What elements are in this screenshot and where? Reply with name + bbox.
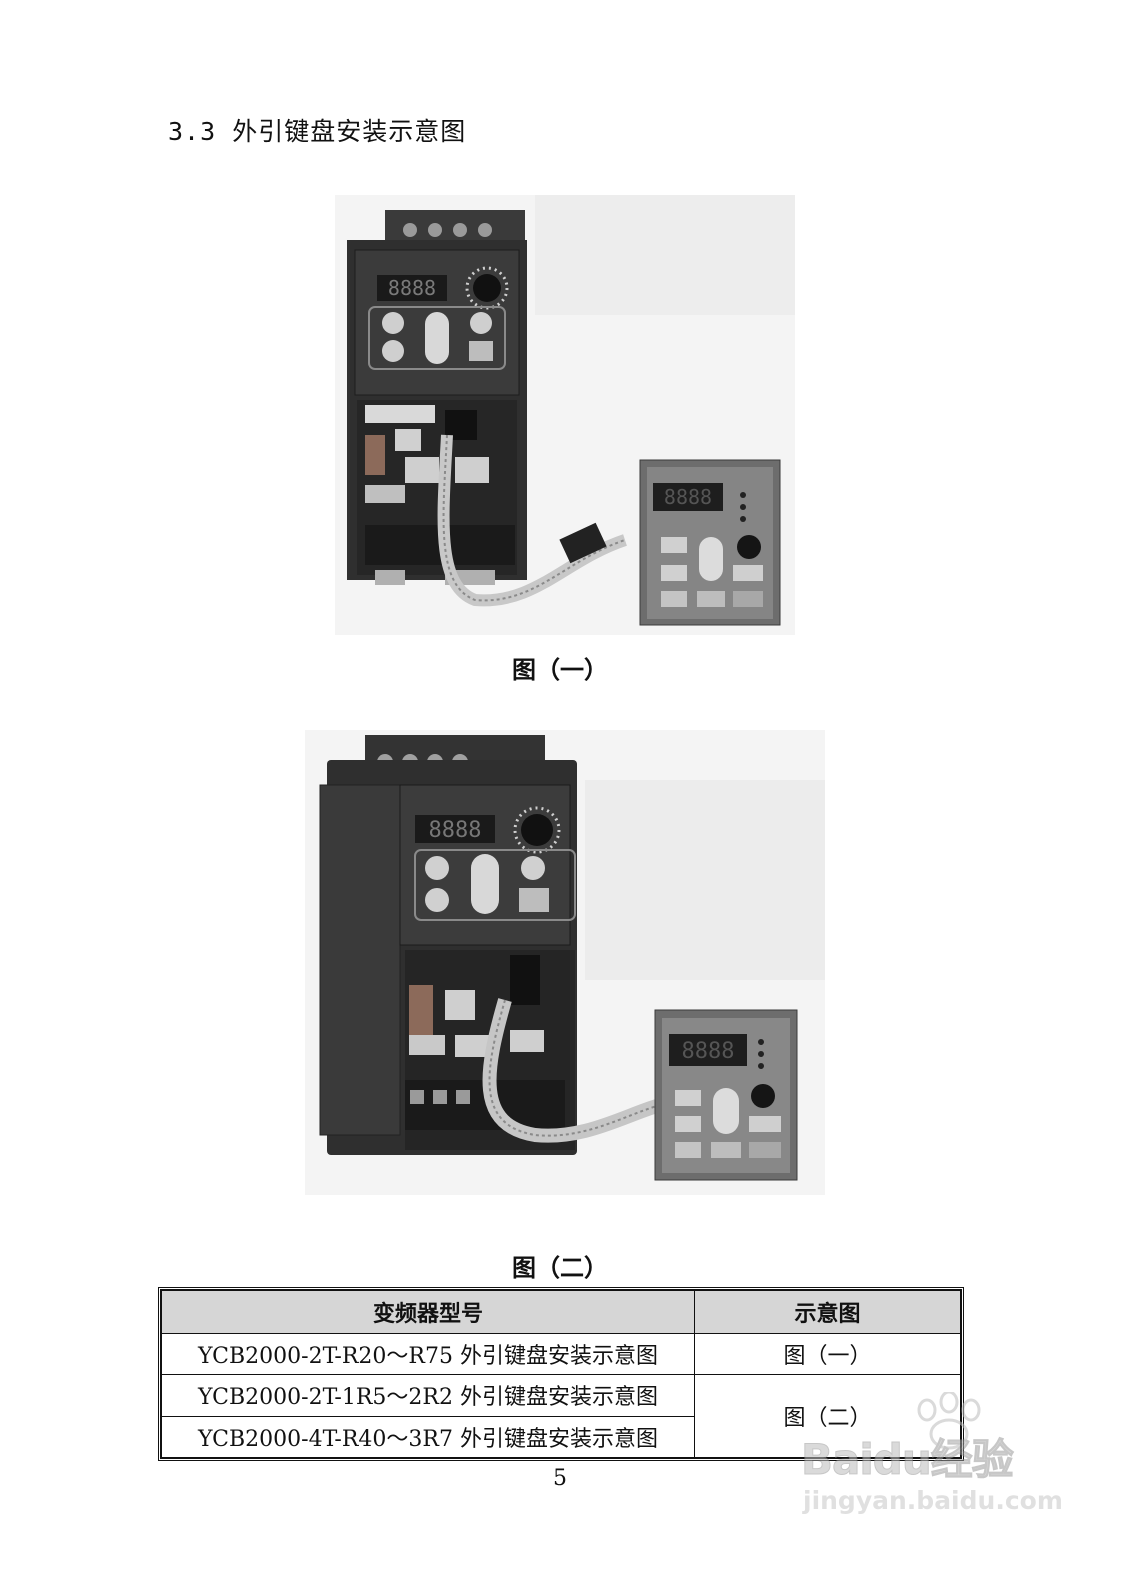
row-2-3-figure: 图（二） (694, 1374, 961, 1458)
header-figure: 示意图 (694, 1290, 961, 1334)
table-row: YCB2000-4T-R40～3R7 外引键盘安装示意图 (161, 1415, 961, 1459)
figure-1-keypad-display: 8888 (664, 485, 712, 509)
header-model: 变频器型号 (161, 1290, 695, 1334)
figure-1-caption: 图（一） (512, 656, 608, 684)
row-2-model: YCB2000-2T-1R5～2R2 外引键盘安装示意图 (161, 1374, 695, 1417)
page-number: 5 (553, 1466, 567, 1491)
row-3-model: YCB2000-4T-R40～3R7 外引键盘安装示意图 (161, 1415, 695, 1459)
figure-1-photo: 8888 8888 (335, 195, 795, 635)
row-1-figure: 图（一） (694, 1332, 961, 1376)
figure-1-inverter-display: 8888 (388, 276, 436, 300)
model-figure-table: 变频器型号 示意图 YCB2000-2T-R20～R75 外引键盘安装示意图 图… (158, 1287, 964, 1461)
table-header-row: 变频器型号 示意图 (161, 1290, 961, 1334)
watermark-url: jingyan.baidu.com (803, 1486, 1063, 1515)
table-row: YCB2000-2T-R20～R75 外引键盘安装示意图 图（一） (161, 1332, 961, 1376)
row-1-model: YCB2000-2T-R20～R75 外引键盘安装示意图 (161, 1332, 695, 1376)
figure-2-photo: 8888 8888 (305, 730, 825, 1195)
figure-2-inverter-display: 8888 (429, 818, 482, 843)
figure-2-caption: 图（二） (512, 1254, 608, 1282)
figure-2-keypad-display: 8888 (682, 1039, 735, 1064)
section-heading: 3.3 外引键盘安装示意图 (168, 117, 467, 146)
table-row: YCB2000-2T-1R5～2R2 外引键盘安装示意图 图（二） (161, 1374, 961, 1458)
